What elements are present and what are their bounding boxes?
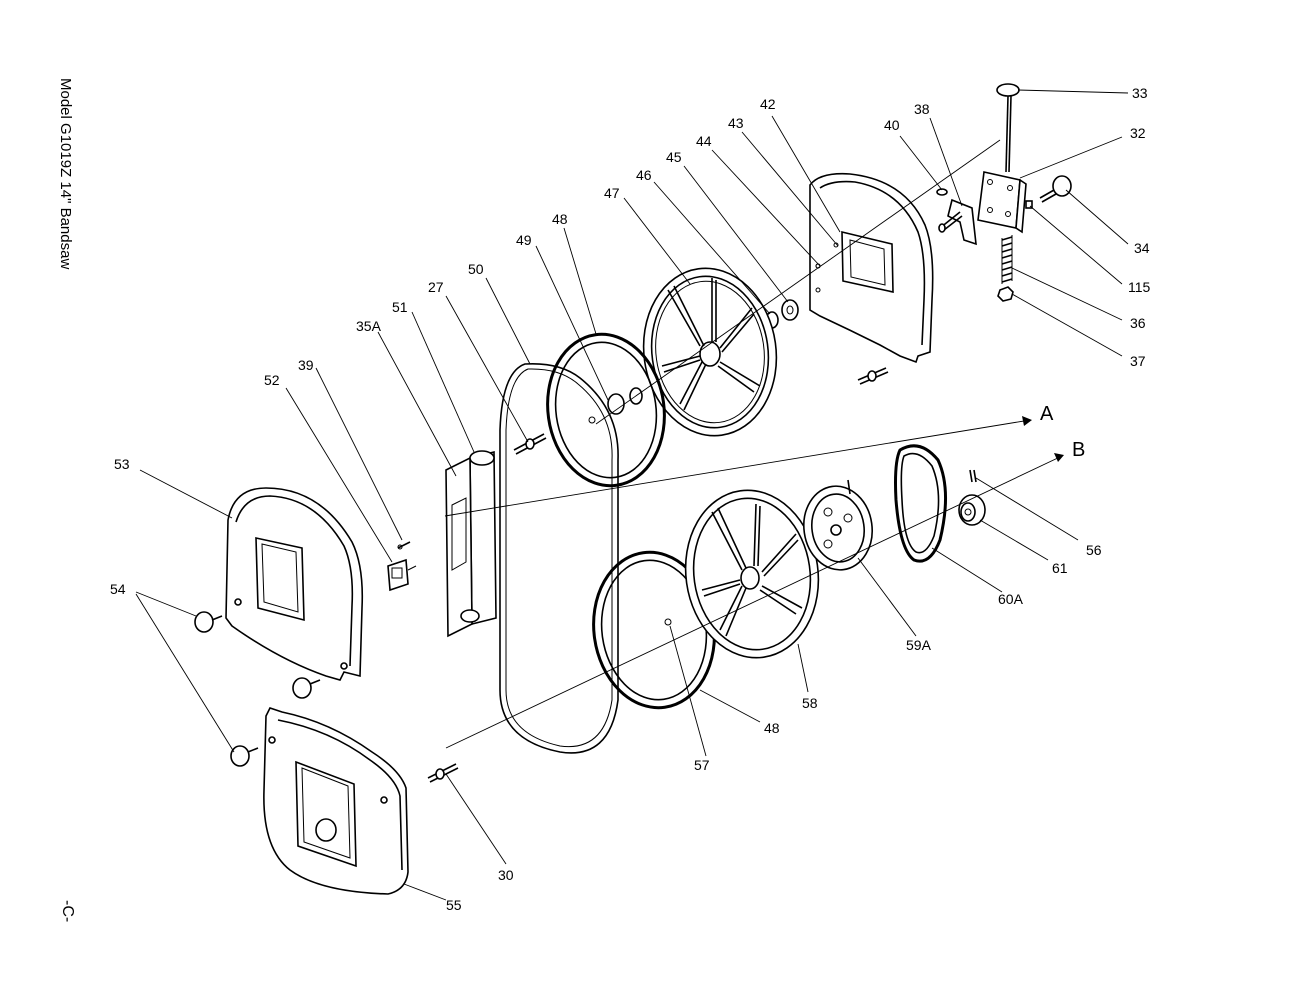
callout-45: 45 (666, 149, 682, 165)
callout-57: 57 (694, 757, 710, 773)
lower-cover-55 (263, 707, 409, 895)
v-belt-60A (894, 444, 947, 563)
axis-arrow-A (444, 416, 1032, 517)
callout-39: 39 (298, 357, 314, 373)
callout-labels: 33 32 34 115 36 37 40 38 42 43 44 45 46 … (110, 85, 1151, 913)
callout-43: 43 (728, 115, 744, 131)
spring-36 (1001, 235, 1013, 284)
callout-50: 50 (468, 261, 484, 277)
washer-40 (936, 188, 948, 196)
callout-48-top: 48 (552, 211, 568, 227)
set-screw-56 (969, 469, 977, 483)
callout-B: B (1072, 439, 1085, 461)
set-screw-115 (1025, 200, 1033, 209)
callout-44: 44 (696, 133, 712, 149)
callout-58: 58 (802, 695, 818, 711)
upper-tire-48 (546, 332, 666, 488)
callout-54: 54 (110, 581, 126, 597)
callout-60A: 60A (998, 591, 1024, 607)
callout-40: 40 (884, 117, 900, 133)
blade-50 (499, 362, 619, 754)
callout-53: 53 (114, 456, 130, 472)
callout-48-bottom: 48 (764, 720, 780, 736)
callout-36: 36 (1130, 315, 1146, 331)
wheel-pulley-59A (803, 479, 873, 571)
wheel-bearing-49 (588, 387, 643, 424)
callout-34: 34 (1134, 240, 1150, 256)
pin-27 (513, 433, 547, 455)
lower-wheel-58 (684, 489, 820, 659)
callout-56: 56 (1086, 542, 1102, 558)
hinge-pin-30 (427, 763, 459, 783)
knob-54-a (194, 611, 223, 633)
callout-49: 49 (516, 232, 532, 248)
knob-54-b (292, 677, 321, 699)
nut-37 (997, 286, 1014, 302)
knob-54-c (230, 745, 259, 767)
callout-52: 52 (264, 372, 280, 388)
switch-52 (387, 558, 417, 592)
callout-115: 115 (1128, 279, 1151, 295)
tension-bracket-32 (977, 171, 1027, 234)
callout-55: 55 (446, 897, 462, 913)
callout-32: 32 (1130, 125, 1146, 141)
bearing-45 (781, 299, 799, 321)
axis-arrow-B (445, 453, 1064, 749)
callout-37: 37 (1130, 353, 1146, 369)
callout-33: 33 (1132, 85, 1148, 101)
callout-46: 46 (636, 167, 652, 183)
adjust-knob-34 (1039, 175, 1072, 203)
tension-knob-33 (996, 83, 1020, 173)
leader-lines (135, 89, 1129, 901)
upper-cover-53 (225, 487, 364, 681)
blade-guard-51 (445, 450, 497, 638)
upper-wheel-47 (642, 267, 778, 437)
callout-30: 30 (498, 867, 514, 883)
callout-47: 47 (604, 185, 620, 201)
screw-39 (397, 541, 411, 550)
callout-38: 38 (914, 101, 930, 117)
callout-42: 42 (760, 96, 776, 112)
hinge-pin-upper (857, 367, 889, 385)
axis-upper-wheel (595, 139, 1001, 425)
callout-27: 27 (428, 279, 444, 295)
upper-frame-42 (809, 172, 934, 364)
callout-61: 61 (1052, 560, 1068, 576)
callout-51: 51 (392, 299, 408, 315)
wheel-hinge-38 (938, 198, 977, 246)
callout-A: A (1040, 403, 1054, 425)
callout-59A: 59A (906, 637, 932, 653)
motor-pulley-61 (958, 494, 986, 526)
callout-35A: 35A (356, 318, 382, 334)
